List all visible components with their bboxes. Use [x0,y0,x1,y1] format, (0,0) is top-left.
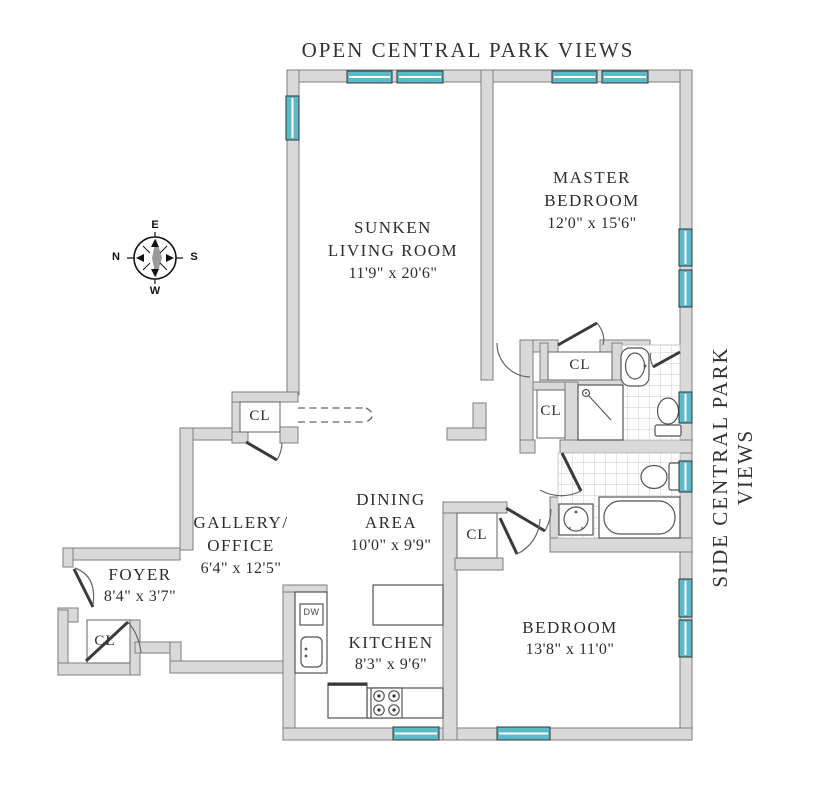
toilet-icon [640,462,681,491]
window-bedroom-bottom [496,726,551,741]
gallery-office-label: GALLERY/ OFFICE 6'4" x 12'5" [193,513,289,577]
windows [285,70,693,741]
toilet-icon [654,397,682,437]
wall-segment [169,660,296,674]
side-central-park-views-title: SIDE CENTRAL PARK VIEWS [708,346,757,588]
wall-segment [282,727,693,741]
master-closet-door-swing [596,322,605,346]
master-closet-label: CL [569,357,591,373]
hall-bath-door-swing [539,489,582,497]
master-closet-box [547,351,613,381]
living-closet-box [239,401,281,433]
kitchen-sink-faucet [304,654,308,658]
window-kitchen-bottom [392,726,440,741]
hall-closet-label: CL [540,403,562,419]
bathtub-icon [598,496,681,539]
wall-segment [480,69,494,381]
hall-closet-box [536,389,566,439]
hall-bath-door [560,452,583,492]
wall-segment [231,391,299,403]
compass-east-label: E [151,219,159,231]
window-top-3 [551,70,598,84]
compass-north-label: N [112,251,120,263]
bedroom-closet-box [456,512,498,559]
compass-west-label: W [149,285,161,297]
entry-door [72,568,95,608]
wall-segment [519,439,536,454]
living-closet-door-swing [276,442,283,461]
entry-door-swing [74,567,95,606]
dining-area-label: DINING AREA 10'0" x 9'9" [350,490,432,554]
sunken-step-dashed-lines [298,407,374,423]
kitchen-refrigerator [327,682,368,719]
foyer-label: FOYER 8'4" x 3'7" [103,565,177,605]
closet-interiors [86,351,613,664]
wall-segment [446,427,487,441]
kitchen-sink-icon [300,636,323,668]
shower-icon [577,384,624,441]
open-central-park-views-title: OPEN CENTRAL PARK VIEWS [301,38,635,62]
wall-segment [282,584,328,593]
master-bath-door-swing [649,352,654,368]
foyer-closet-door [84,620,130,663]
window-top-4 [601,70,649,84]
window-master-bath [678,391,693,424]
window-bedroom-right-1 [678,578,693,618]
living-closet-door [245,440,278,462]
master-bath-fixtures [577,347,682,441]
master-bath-door [652,350,681,369]
window-master-right-1 [678,228,693,267]
stove-icon [370,687,403,719]
wall-segment [231,431,249,444]
wall-segment [559,439,693,454]
window-top-1 [346,70,393,84]
foyer-closet-door-swing [127,621,142,654]
window-bedroom-right-2 [678,619,693,658]
doors [72,321,681,663]
kitchen-sink-faucet [304,647,308,651]
kitchen-fixtures [294,584,444,719]
master-bedroom-label: MASTER BEDROOM 12'0" x 15'6" [544,168,640,232]
wall-segment [519,339,534,441]
window-hall-bath [678,460,693,493]
bedroom-closet-door-swing [516,518,541,555]
dishwasher-label: DW [303,607,320,617]
bedroom-label: BEDROOM 13'8" x 11'0" [522,618,618,658]
bedroom-closet-label: CL [466,527,488,543]
window-living-left [285,95,300,141]
kitchen-counter-peninsula [372,584,444,626]
bedroom-door-swing [544,508,552,532]
dishwasher-icon [299,603,324,626]
master-bedroom-door-swing [496,342,531,378]
foyer-closet-label: CL [94,633,116,649]
compass-icon [127,232,183,284]
hall-bath-fixtures [558,462,681,539]
wall-segment [549,537,693,553]
sink-icon [620,347,650,387]
sink-icon [558,503,594,536]
window-top-2 [396,70,444,84]
bedroom-closet-door [498,517,519,555]
master-closet-door [557,321,598,347]
kitchen-label: KITCHEN 8'3" x 9'6" [348,633,434,673]
wall-segment [279,426,299,444]
wall-segment [179,427,194,551]
wall-segment [454,557,504,571]
wall-segment [62,547,74,568]
wall-segment [57,662,136,676]
compass-south-label: S [190,251,198,263]
living-room-label: SUNKEN LIVING ROOM 11'9" x 20'6" [327,218,459,282]
living-closet-label: CL [249,408,271,424]
window-master-right-2 [678,269,693,308]
